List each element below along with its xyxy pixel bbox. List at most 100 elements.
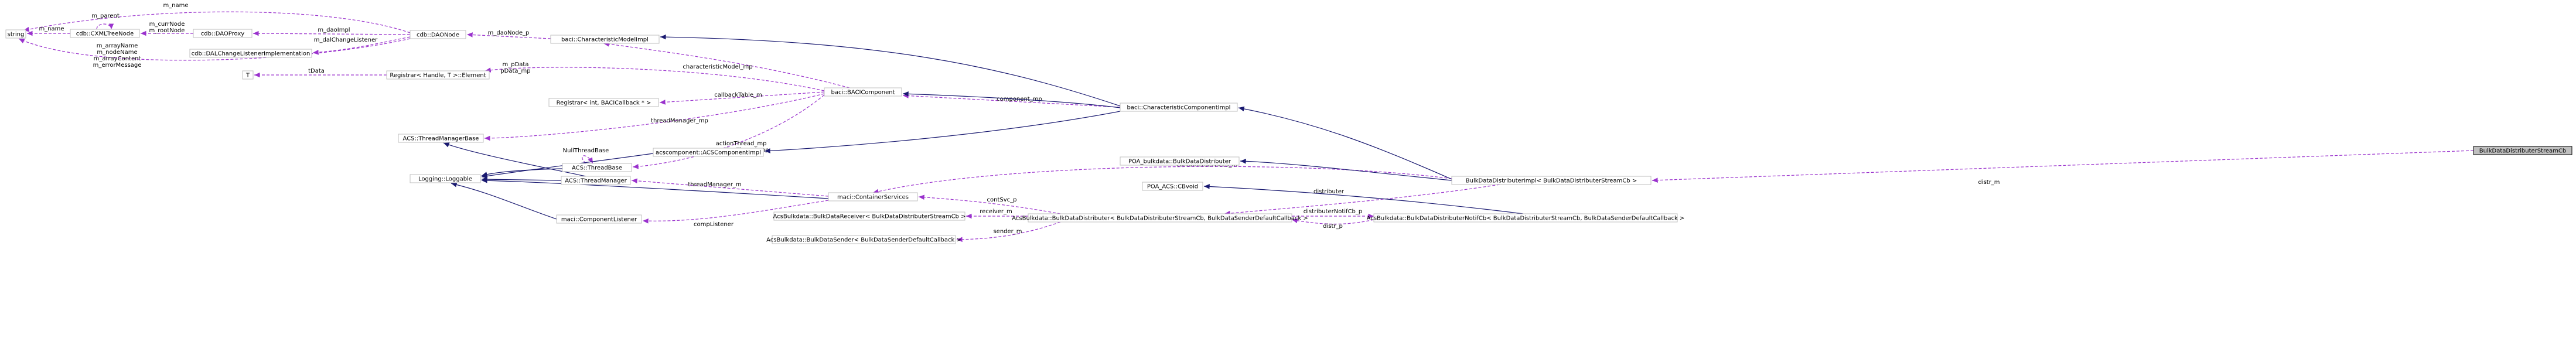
edge-i-ac-log: [481, 153, 654, 179]
node-complist[interactable]: maci::ComponentListener: [556, 214, 642, 224]
node-label: maci::ContainerServices: [837, 194, 909, 201]
edge-label-line: characteristicModel_mp: [683, 64, 752, 70]
node-poacbvoid[interactable]: POA_ACS::CBvoid: [1142, 182, 1203, 191]
edge-label-line: m_parent: [91, 13, 120, 19]
edge-line: [481, 177, 829, 199]
edge-line: [1240, 159, 1452, 181]
edge-label-line: distr_m: [1978, 179, 2000, 186]
node-dalcl[interactable]: cdb::DALChangeListenerImplementation: [189, 49, 312, 58]
node-box: [772, 235, 956, 244]
node-contserv[interactable]: maci::ContainerServices: [828, 192, 918, 201]
node-distributer[interactable]: AcsBulkdata::BulkDataDistributer< BulkDa…: [1012, 213, 1308, 223]
edge-label-line: contSvc_p: [987, 197, 1017, 203]
edge-line: [956, 221, 1061, 242]
node-box: [556, 214, 642, 224]
edge-label: distr_m: [1978, 179, 2000, 186]
edge-line: [481, 168, 563, 177]
node-label: POA_bulkdata::BulkDataDistributer: [1128, 159, 1231, 165]
node-tmb[interactable]: ACS::ThreadManagerBase: [398, 134, 484, 143]
node-label: AcsBulkdata::BulkDataSender< BulkDataSen…: [766, 237, 961, 244]
edge-i-cbvoid: [1203, 184, 1524, 214]
node-regelem[interactable]: Registrar< Handle, T >::Element: [386, 70, 490, 80]
edge-label-line: sender_m: [993, 228, 1022, 235]
edge-label: tData: [308, 68, 325, 74]
node-label: baci::CharacteristicModelImpl: [561, 37, 649, 43]
edge-e-tmm: threadManager_m: [631, 178, 829, 197]
node-bddimpl[interactable]: BulkDataDistributerImpl< BulkDataDistrib…: [1451, 176, 1652, 185]
edge-e-compmp: component_mp: [902, 93, 1121, 108]
edge-label-line: callbackTable_m: [714, 92, 762, 98]
node-label: Logging::Loggable: [418, 176, 472, 183]
node-sender[interactable]: AcsBulkdata::BulkDataSender< BulkDataSen…: [766, 235, 961, 244]
edge-label-line: m_name: [39, 26, 64, 32]
node-label: cdb::DAOProxy: [201, 31, 244, 37]
node-threadmgr[interactable]: ACS::ThreadManager: [561, 176, 631, 185]
edge-label: m_daoImpl: [318, 27, 350, 33]
edge-line: [582, 155, 593, 164]
node-box: [1120, 156, 1240, 166]
node-cbstream[interactable]: BulkDataDistributerStreamCb: [2473, 146, 2572, 155]
node-receiver[interactable]: AcsBulkdata::BulkDataReceiver< BulkDataD…: [773, 211, 966, 221]
node-string[interactable]: string: [5, 29, 26, 39]
edge-label-line: m_arrayName: [97, 43, 138, 49]
edge-e-cxml-name: m_name: [27, 26, 70, 36]
node-threadbase[interactable]: ACS::ThreadBase: [562, 163, 632, 172]
node-box: [386, 70, 490, 80]
node-label: BulkDataDistributerStreamCb: [2479, 148, 2567, 155]
edge-label: threadManager_m: [688, 182, 741, 188]
node-label: ACS::ThreadManagerBase: [403, 136, 479, 142]
node-poabd[interactable]: POA_bulkdata::BulkDataDistributer: [1120, 156, 1240, 166]
edge-label-line: m_rootNode: [149, 28, 185, 34]
node-daoproxy[interactable]: cdb::DAOProxy: [193, 29, 253, 38]
node-bacicomp[interactable]: baci::BACIComponent: [824, 87, 902, 97]
edge-e-null: NullThreadBase: [563, 148, 609, 164]
edge-label-line: distributerNotifCb_p: [1304, 209, 1363, 215]
node-charcomp[interactable]: baci::CharacteristicComponentImpl: [1120, 103, 1238, 112]
node-box: [2473, 146, 2572, 155]
edge-label-line: m_daoImpl: [318, 27, 350, 33]
edge-i-acscomp: [764, 111, 1121, 153]
edge-label: m_name: [163, 2, 188, 9]
node-loggable[interactable]: Logging::Loggable: [410, 174, 481, 183]
node-acscomp[interactable]: acscomponent::ACSComponentImpl: [653, 148, 764, 157]
node-label: acscomponent::ACSComponentImpl: [656, 150, 761, 156]
node-box: [1142, 182, 1203, 191]
edge-e-parent: m_parent: [91, 13, 120, 30]
node-label: AcsBulkdata::BulkDataDistributerNotifCb<…: [1367, 216, 1685, 222]
edge-label-line: threadManager_mp: [651, 118, 708, 124]
edge-label: m_dalChangeListener: [314, 37, 378, 43]
edge-line: [764, 111, 1121, 153]
edge-i-poabd: [1240, 159, 1452, 181]
edge-label-line: pData_mp: [500, 68, 530, 74]
node-charmodel[interactable]: baci::CharacteristicModelImpl: [550, 35, 660, 44]
node-box: [70, 29, 140, 38]
edge-line: [485, 67, 825, 91]
node-box: [398, 134, 484, 143]
edge-label: m_parent: [91, 13, 120, 19]
node-box: [410, 174, 481, 183]
node-T[interactable]: T: [242, 70, 254, 80]
edge-label-line: actionThread_mp: [716, 141, 767, 147]
edge-line: [872, 166, 1452, 194]
node-regcb[interactable]: Registrar< int, BACICallback * >: [548, 98, 659, 107]
edge-line: [902, 91, 1121, 108]
node-notifcb[interactable]: AcsBulkdata::BulkDataDistributerNotifCb<…: [1367, 213, 1685, 223]
edge-line: [484, 93, 825, 141]
edge-label-line: m_nodeName: [97, 49, 137, 56]
node-box: [653, 148, 764, 157]
edge-e-distr: distr_m: [1652, 150, 2474, 186]
node-cxml[interactable]: cdb::CXMLTreeNode: [70, 29, 140, 38]
node-box: [410, 30, 466, 39]
edge-label-line: distr_p: [1323, 223, 1343, 230]
edge-e-tdata: tData: [254, 68, 387, 78]
node-label: POA_ACS::CBvoid: [1147, 184, 1198, 190]
edge-label-line: receiver_m: [980, 209, 1012, 215]
edge-e-daonode: m_daoNode_p: [466, 30, 551, 39]
edge-line: [1203, 184, 1524, 214]
node-daonode[interactable]: cdb::DAONode: [410, 30, 466, 39]
edge-line: [659, 91, 825, 105]
edge-label: m_name: [39, 26, 64, 32]
